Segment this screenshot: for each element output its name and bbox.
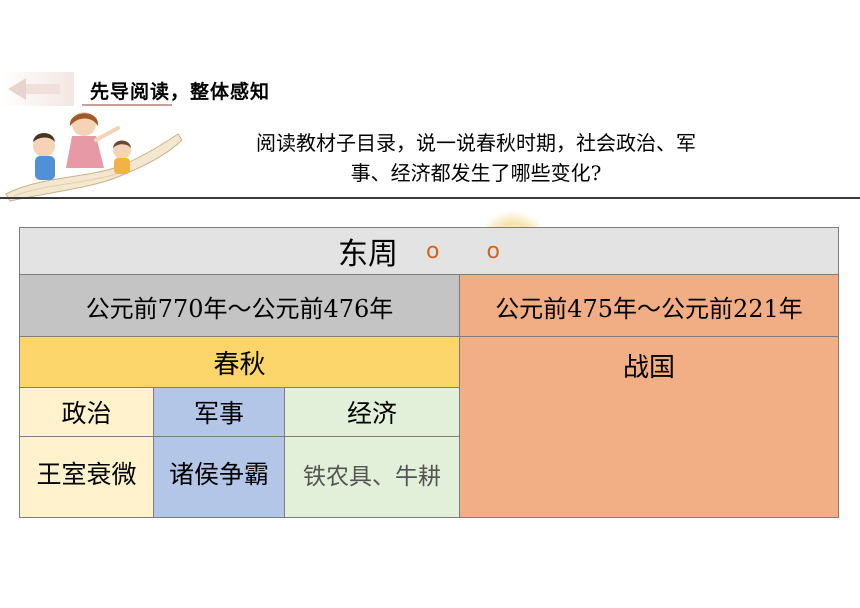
- military-value-cell: 诸侯争霸: [153, 436, 285, 518]
- economy-header-cell: 经济: [284, 387, 460, 437]
- zhanguo-label: 战国: [622, 353, 675, 383]
- section-title: 先导阅读，整体感知: [90, 81, 271, 103]
- zhanguo-dates: 公元前475年～公元前221年: [495, 295, 803, 323]
- politics-header-cell: 政治: [19, 387, 154, 437]
- economy-value-cell: 铁农具、牛耕: [284, 436, 460, 518]
- zhanguo-dates-cell: 公元前475年～公元前221年: [459, 274, 839, 337]
- reading-prompt: 阅读教材子目录，说一说春秋时期，社会政治、军 事、经济都发生了哪些变化?: [196, 128, 756, 188]
- chunqiu-dates-cell: 公元前770年～公元前476年: [19, 274, 460, 337]
- children-reading-illustration: [5, 112, 183, 202]
- politics-header: 政治: [61, 399, 112, 428]
- back-arrow-icon: [0, 72, 74, 106]
- prompt-line-2: 事、经济都发生了哪些变化?: [350, 161, 602, 185]
- title-markers: o o: [426, 238, 520, 264]
- chunqiu-dates: 公元前770年～公元前476年: [85, 295, 394, 323]
- economy-header: 经济: [346, 399, 397, 428]
- military-header-cell: 军事: [153, 387, 285, 437]
- military-value: 诸侯争霸: [168, 460, 269, 489]
- chunqiu-cell: 春秋: [19, 336, 460, 388]
- prompt-line-1: 阅读教材子目录，说一说春秋时期，社会政治、军: [256, 131, 696, 155]
- table-title: 东周: [338, 237, 399, 272]
- politics-value-cell: 王室衰微: [19, 436, 154, 518]
- economy-value: 铁农具、牛耕: [303, 464, 441, 490]
- title-underline: [82, 104, 172, 106]
- table-title-cell: 东周 o o: [19, 227, 839, 275]
- politics-value: 王室衰微: [36, 460, 137, 489]
- zhanguo-cell: 战国: [459, 336, 839, 518]
- military-header: 军事: [193, 399, 244, 428]
- chunqiu-label: 春秋: [213, 349, 266, 380]
- section-divider: [0, 197, 860, 199]
